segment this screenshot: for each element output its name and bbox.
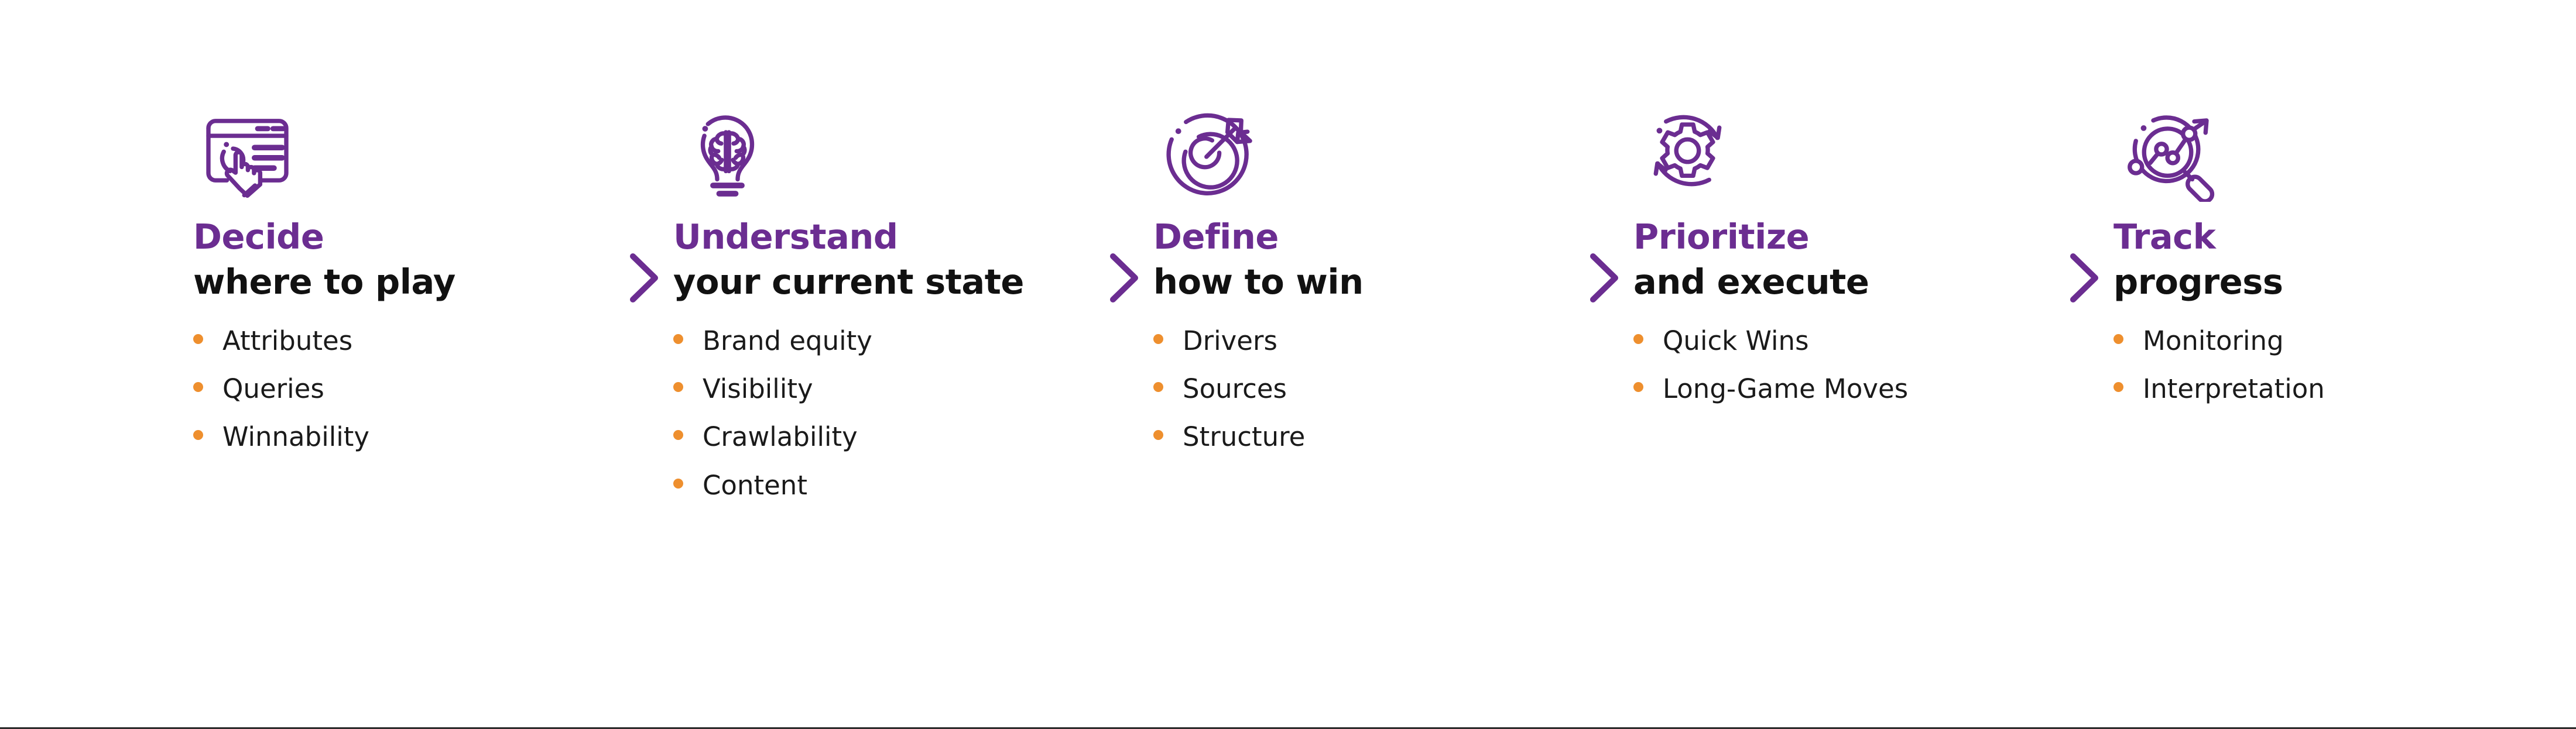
chevron-right-icon [615, 246, 673, 310]
process-step-understand: Understand your current state Brand equi… [673, 99, 1095, 516]
bullet-label: Winnability [222, 421, 369, 453]
chevron-right-icon [2055, 246, 2113, 310]
bullet-label: Drivers [1183, 325, 1277, 356]
step-title-secondary: your current state [673, 262, 1024, 302]
gear-cycle-icon [1633, 99, 1742, 202]
list-item: Attributes [193, 324, 615, 359]
bullet-label: Sources [1183, 373, 1287, 405]
bullet-label: Structure [1183, 421, 1306, 453]
list-item: Monitoring [2113, 324, 2535, 359]
step-title-secondary: where to play [193, 262, 455, 302]
bullet-dot-icon [193, 382, 203, 393]
bullet-dot-icon [1153, 382, 1163, 393]
list-item: Structure [1153, 419, 1575, 455]
bullet-label: Quick Wins [1663, 325, 1809, 356]
step-bullet-list: Drivers Sources Structure [1153, 324, 1575, 468]
chevron-right-icon [1095, 246, 1153, 310]
bullet-dot-icon [1633, 333, 1643, 344]
step-title-secondary: and execute [1633, 262, 1869, 302]
bullet-dot-icon [673, 333, 683, 344]
process-step-prioritize: Prioritize and execute Quick Wins Long-G… [1633, 99, 2055, 419]
bullet-label: Visibility [703, 373, 813, 405]
list-item: Brand equity [673, 324, 1095, 359]
list-item: Sources [1153, 372, 1575, 407]
process-step-track: Track progress Monitoring Interpretation [2113, 99, 2535, 419]
bullet-label: Interpretation [2143, 373, 2325, 405]
list-item: Long-Game Moves [1633, 372, 2055, 407]
list-item: Drivers [1153, 324, 1575, 359]
list-item: Visibility [673, 372, 1095, 407]
step-bullet-list: Quick Wins Long-Game Moves [1633, 324, 2055, 420]
step-title-secondary: how to win [1153, 262, 1364, 302]
list-item: Crawlability [673, 419, 1095, 455]
bullet-dot-icon [1153, 430, 1163, 441]
bullet-dot-icon [193, 430, 203, 441]
target-arrow-icon [1153, 99, 1262, 202]
process-step-decide: Decide where to play Attributes Queries … [193, 99, 615, 468]
bullet-dot-icon [673, 430, 683, 441]
step-title-primary: Decide [193, 216, 324, 257]
bullet-dot-icon [673, 478, 683, 489]
list-item: Winnability [193, 419, 615, 455]
list-item: Quick Wins [1633, 324, 2055, 359]
bullet-label: Crawlability [703, 421, 858, 453]
bullet-label: Monitoring [2143, 325, 2284, 356]
bullet-dot-icon [2113, 333, 2123, 344]
lightbulb-brain-icon [673, 99, 782, 202]
step-title-primary: Define [1153, 216, 1279, 257]
bullet-dot-icon [2113, 382, 2123, 393]
bullet-dot-icon [1633, 382, 1643, 393]
step-bullet-list: Monitoring Interpretation [2113, 324, 2535, 420]
step-title-primary: Understand [673, 216, 898, 257]
bullet-label: Long-Game Moves [1663, 373, 1909, 405]
bullet-dot-icon [1153, 333, 1163, 344]
step-bullet-list: Brand equity Visibility Crawlability Con… [673, 324, 1095, 516]
process-flow: Decide where to play Attributes Queries … [193, 99, 2476, 516]
magnifier-chart-icon [2113, 99, 2222, 202]
bullet-label: Content [703, 469, 807, 501]
chevron-right-icon [1575, 246, 1633, 310]
browser-click-icon [193, 99, 302, 202]
bullet-label: Attributes [222, 325, 353, 356]
bullet-label: Brand equity [703, 325, 872, 356]
bullet-label: Queries [222, 373, 324, 405]
list-item: Content [673, 468, 1095, 503]
step-title-primary: Track [2113, 216, 2216, 257]
step-title-primary: Prioritize [1633, 216, 1810, 257]
bullet-dot-icon [673, 382, 683, 393]
step-title-secondary: progress [2113, 262, 2283, 302]
bullet-dot-icon [193, 333, 203, 344]
list-item: Interpretation [2113, 372, 2535, 407]
step-bullet-list: Attributes Queries Winnability [193, 324, 615, 468]
list-item: Queries [193, 372, 615, 407]
process-step-define: Define how to win Drivers Sources Struct… [1153, 99, 1575, 468]
